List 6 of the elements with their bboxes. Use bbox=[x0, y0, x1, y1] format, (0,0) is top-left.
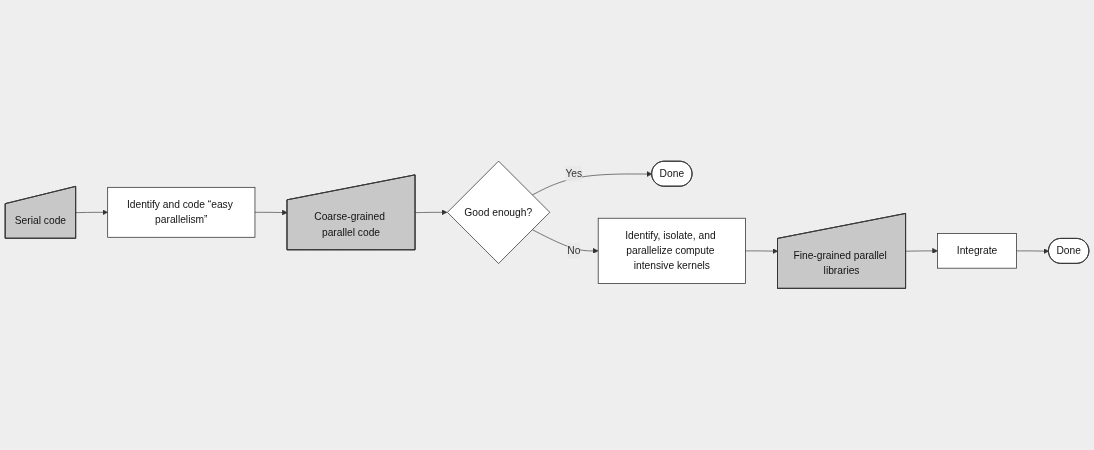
node-diamond: Good enough? bbox=[447, 161, 551, 265]
edge-label: No bbox=[567, 245, 581, 257]
node-box: Identify and code “easy parallelism” bbox=[107, 187, 256, 238]
node-box: Integrate bbox=[937, 233, 1017, 269]
edge-label: Yes bbox=[565, 168, 583, 180]
node-box: Identify, isolate, and parallelize compute intensive kernels bbox=[597, 218, 746, 285]
